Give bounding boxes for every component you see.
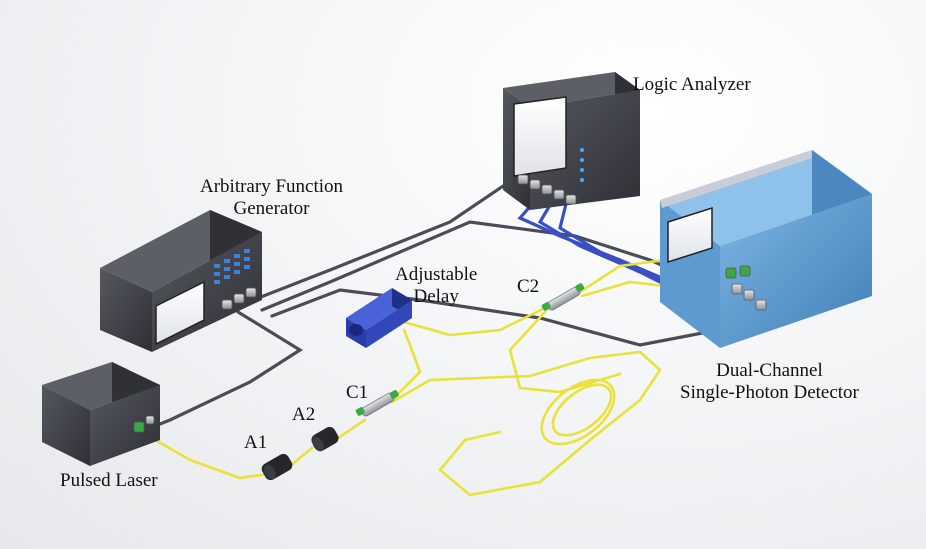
fiber-spool-outer (540, 378, 616, 446)
fiber-c1-to-loop (390, 350, 662, 497)
c2-label-text: C2 (517, 276, 540, 297)
laser-trigger-port (145, 415, 155, 425)
afg-keypad (214, 249, 250, 284)
fiber-c1-to-delay (390, 328, 422, 402)
a1-label: A1 (244, 432, 267, 454)
logic-analyzer-label-text: Logic Analyzer (633, 74, 751, 95)
afg-ports (221, 287, 257, 310)
c2-label: C2 (517, 276, 539, 298)
fiber-a2-to-c1 (336, 418, 367, 440)
logic-analyzer-label: Logic Analyzer (633, 74, 751, 96)
a2-label: A2 (292, 404, 315, 426)
attenuator-a2 (311, 426, 339, 452)
coax-cables (148, 176, 762, 430)
pulsed-laser-label-text: Pulsed Laser (60, 470, 158, 491)
attenuator-a1 (261, 453, 293, 481)
detector-label-line1: Dual-Channel (716, 360, 823, 381)
laser-fiber-port (133, 421, 145, 433)
detector-label: Dual-Channel Single-Photon Detector (680, 360, 859, 404)
a2-label-text: A2 (292, 404, 316, 425)
c1-label: C1 (346, 382, 368, 404)
detector-screen (667, 206, 713, 264)
fiber-laser-to-a1 (143, 432, 270, 480)
logic-analyzer (503, 72, 640, 210)
afg-label-line2: Generator (233, 198, 310, 219)
detector-label-line2: Single-Photon Detector (680, 382, 859, 403)
afg-label-line1: Arbitrary Function (200, 176, 344, 197)
pulsed-laser-label: Pulsed Laser (60, 470, 158, 492)
cable-afg-to-detector (260, 220, 702, 312)
delay-label: Adjustable Delay (395, 264, 477, 308)
logic-analyzer-screen (513, 96, 567, 177)
fiber-c2-loop (508, 310, 622, 394)
a1-label-text: A1 (244, 432, 268, 453)
cable-afg-to-detector-lower (270, 288, 762, 347)
single-photon-detector (660, 150, 872, 348)
cable-afg-to-logic (246, 176, 517, 304)
delay-label-line1: Adjustable (395, 264, 478, 285)
c1-label-text: C1 (346, 382, 369, 403)
detector-ports (725, 265, 767, 311)
logic-analyzer-ports (517, 174, 577, 205)
arbitrary-function-generator (100, 210, 262, 352)
afg-label: Arbitrary Function Generator (200, 176, 343, 220)
fiber-a1-to-a2 (288, 446, 314, 468)
logic-analyzer-indicator-lights (580, 148, 584, 182)
delay-label-line2: Delay (413, 286, 459, 307)
coupler-c1 (355, 390, 399, 417)
coupler-c2 (541, 283, 585, 311)
afg-screen (155, 280, 205, 346)
fiber-spool-inner (551, 383, 613, 437)
fiber-delay-to-c2 (402, 306, 547, 337)
cable-afg-to-laser (148, 310, 304, 430)
adjustable-delay (346, 288, 412, 348)
pulsed-laser (42, 362, 160, 466)
